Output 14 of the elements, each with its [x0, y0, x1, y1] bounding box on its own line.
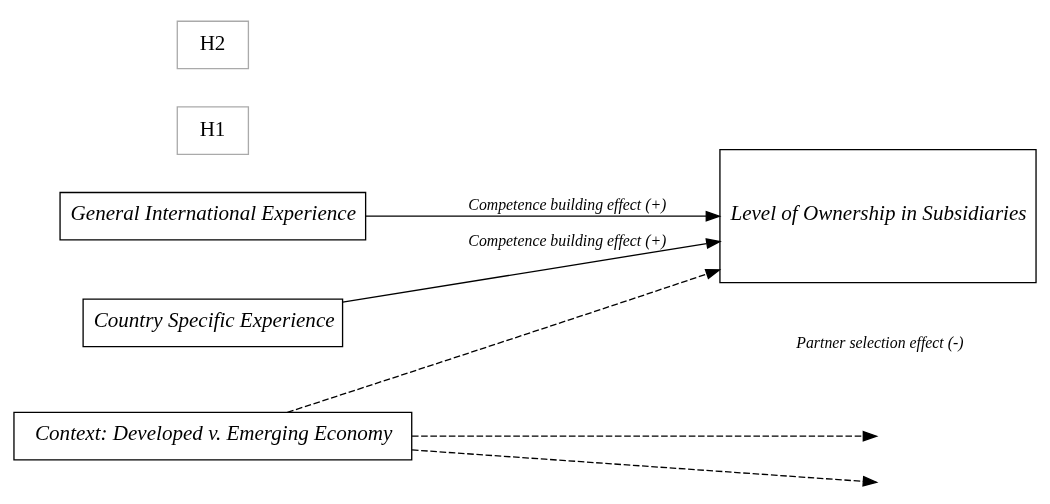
- arrow: [411, 449, 879, 487]
- arrow: [365, 210, 722, 222]
- edge-label: Competence building effect (+): [468, 196, 667, 214]
- arrow: [342, 238, 722, 303]
- node-box: Level of Ownership in Subsidiaries: [719, 149, 1037, 284]
- node-box: Context: Developed v. Emerging Economy: [13, 411, 413, 461]
- arrow: [286, 268, 722, 414]
- arrow: [411, 430, 879, 442]
- node-box: General International Experience: [59, 191, 367, 241]
- edge-label: Competence building effect (+): [468, 231, 667, 249]
- node-box: H1: [176, 106, 250, 155]
- label: Partner selection effect (-): [796, 334, 964, 352]
- node-box: Country Specific Experience: [82, 298, 344, 348]
- node-box: H2: [176, 20, 250, 70]
